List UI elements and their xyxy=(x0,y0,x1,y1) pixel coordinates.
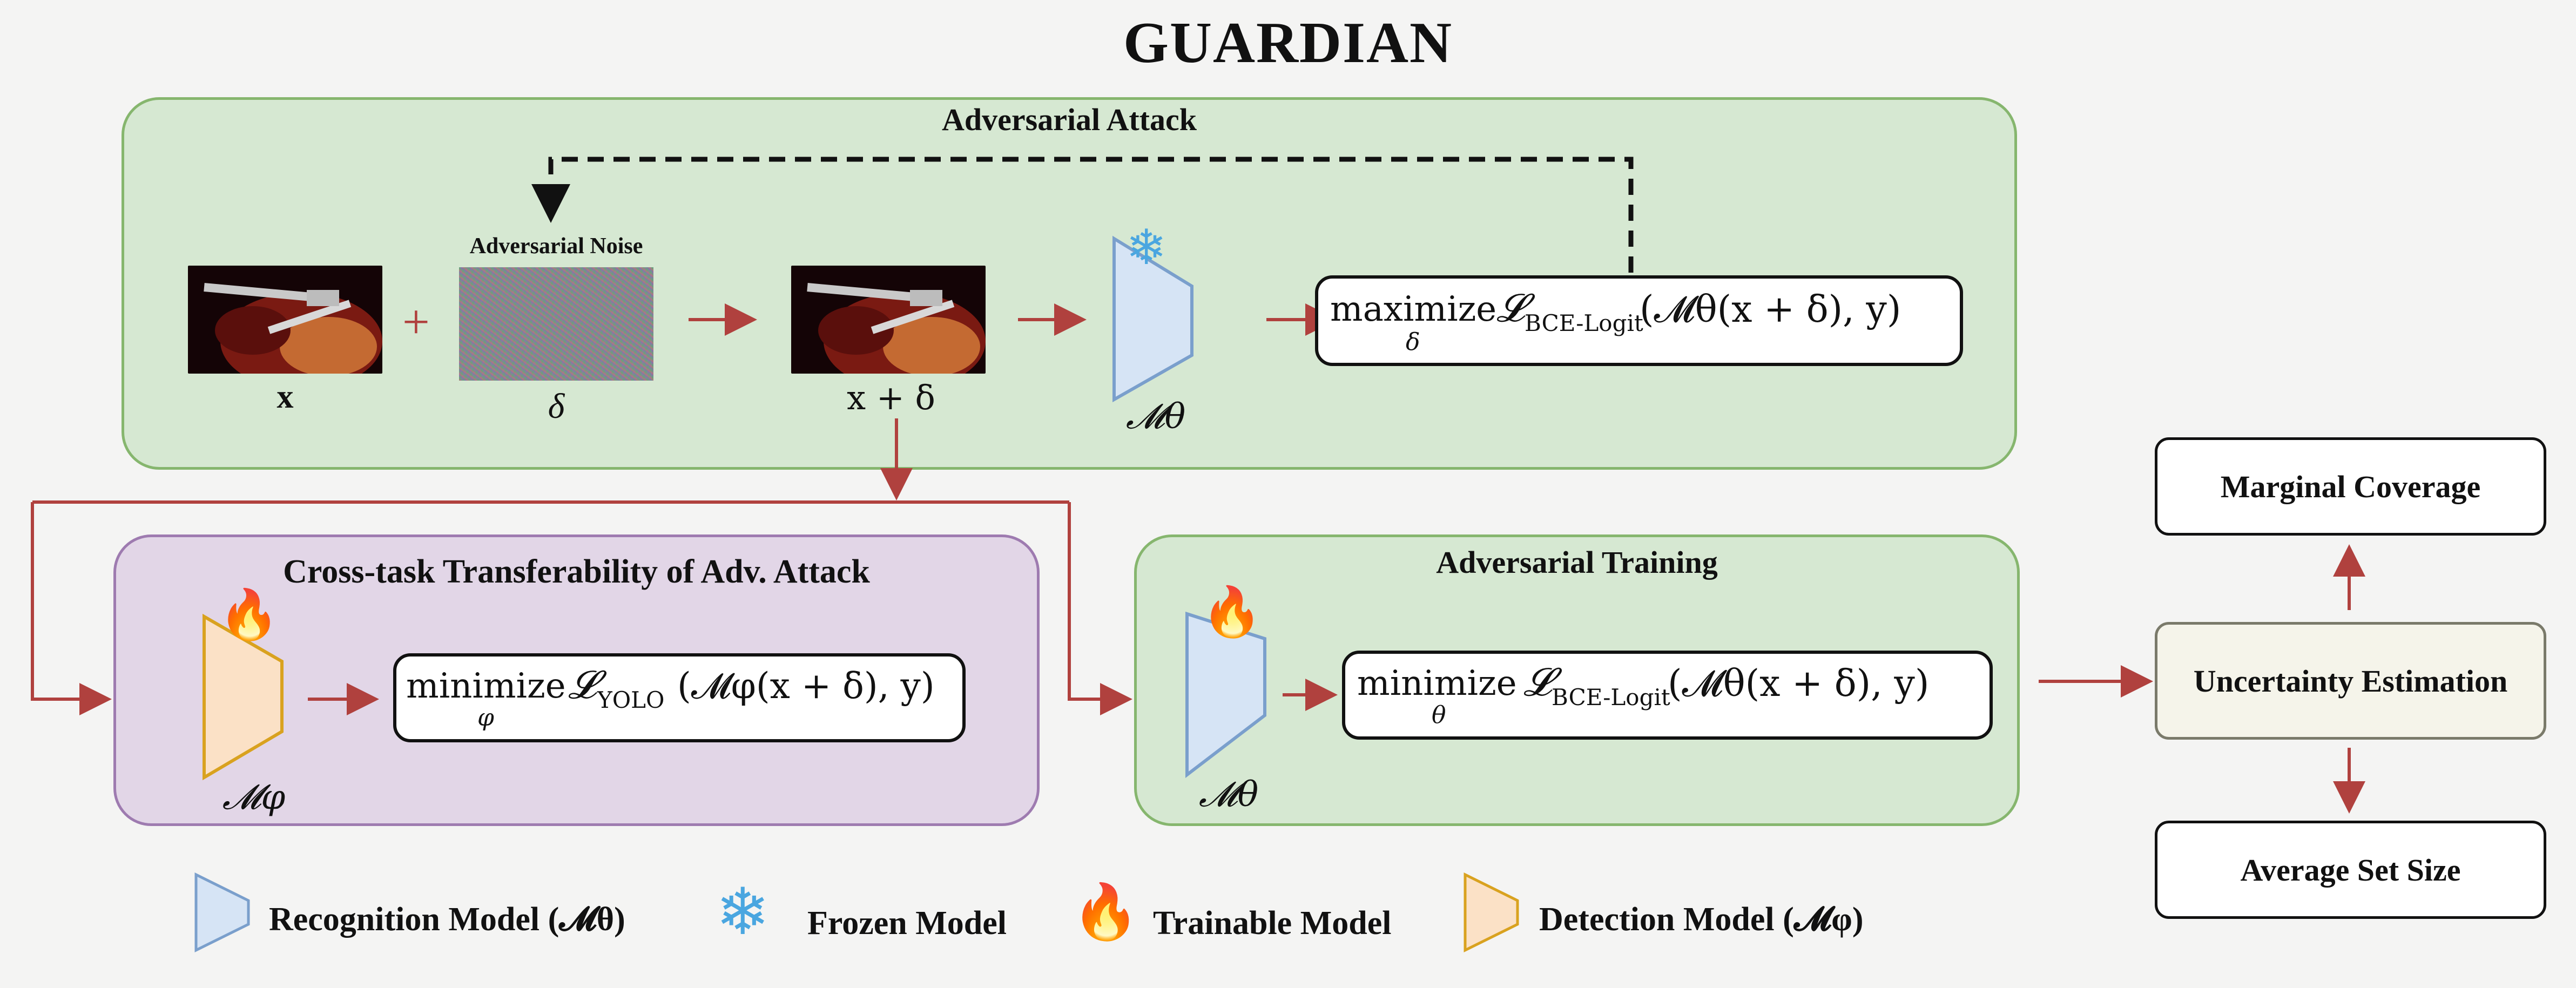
marginal-coverage-box: Marginal Coverage xyxy=(2155,437,2546,536)
snowflake-icon: ❄ xyxy=(716,876,770,948)
page-title: GUARDIAN xyxy=(1123,11,1453,75)
flame-icon: 🔥 xyxy=(1202,586,1263,639)
x-plus-delta-label: x + δ xyxy=(847,378,935,417)
attack-model-label: 𝓜θ xyxy=(1125,397,1186,437)
training-panel-title: Adversarial Training xyxy=(1436,545,1718,580)
surgical-image-x xyxy=(188,266,382,374)
legend-recognition-label: Recognition Model (𝓜θ) xyxy=(269,901,625,938)
legend-frozen-label: Frozen Model xyxy=(807,905,1007,942)
detection-model-trainable xyxy=(203,613,284,781)
adversarial-noise-image xyxy=(459,267,653,381)
average-set-size-box: Average Set Size xyxy=(2155,821,2546,919)
x-label: x xyxy=(277,378,294,415)
recognition-model-frozen xyxy=(1112,235,1193,403)
delta-label: δ xyxy=(548,387,565,426)
snowflake-icon: ❄ xyxy=(1126,221,1167,275)
legend-detection-icon xyxy=(1464,872,1519,953)
recognition-model-trainable xyxy=(1185,611,1266,779)
flame-icon: 🔥 xyxy=(1072,882,1139,942)
legend-trainable-label: Trainable Model xyxy=(1153,905,1392,942)
noise-label: Adversarial Noise xyxy=(469,234,643,259)
transfer-panel-title: Cross-task Transferability of Adv. Attac… xyxy=(283,553,870,590)
minimize-bce-box: minimize θ 𝓛 BCE-Logit (𝓜θ(x + δ), y) xyxy=(1342,651,1993,740)
maximize-objective-box: maximize δ 𝓛 BCE-Logit (𝓜θ(x + δ), y) xyxy=(1315,275,1963,366)
flame-icon: 🔥 xyxy=(219,588,280,642)
legend-recognition-icon xyxy=(194,872,250,953)
surgical-image xyxy=(791,266,986,374)
surgical-image xyxy=(188,266,382,374)
surgical-image-x-delta xyxy=(791,266,986,374)
minimize-yolo-box: minimize φ 𝓛 YOLO (𝓜φ(x + δ), y) xyxy=(393,653,966,742)
training-model-label: 𝓜θ xyxy=(1198,775,1259,815)
attack-panel-title: Adversarial Attack xyxy=(942,102,1197,137)
transfer-model-label: 𝓜φ xyxy=(222,777,286,817)
uncertainty-estimation-box: Uncertainty Estimation xyxy=(2155,622,2546,740)
plus-sign: + xyxy=(402,295,430,349)
legend-detection-label: Detection Model (𝓜φ) xyxy=(1539,901,1864,938)
